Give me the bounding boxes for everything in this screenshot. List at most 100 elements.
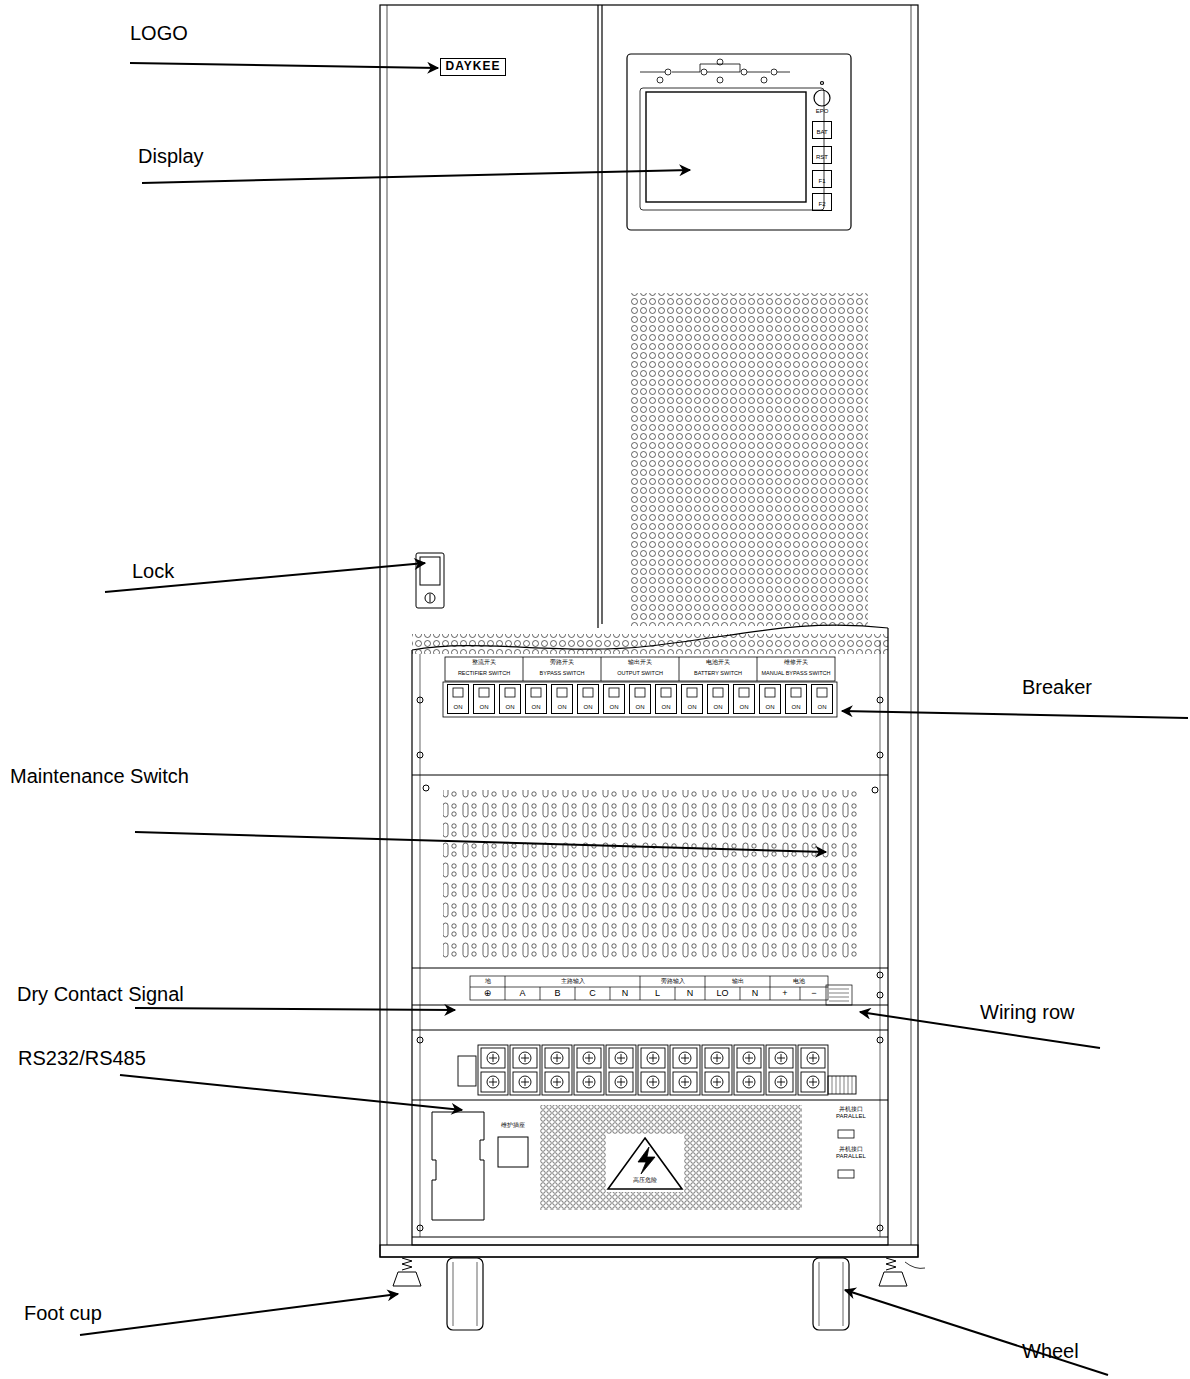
- display-panel: [646, 92, 806, 202]
- panel-button: BAT: [812, 121, 832, 139]
- terminal-block: [489, 1078, 497, 1086]
- cabinet-body: [597, 5, 598, 628]
- lower-vent: [540, 1105, 802, 1210]
- terminal-block: [545, 1072, 569, 1092]
- terminal-label: C: [575, 988, 610, 998]
- switch-group-label: BATTERY SWITCH: [679, 670, 757, 676]
- terminal-block: [510, 1045, 540, 1095]
- terminal-block: [807, 1052, 819, 1064]
- breaker-strip: [757, 657, 758, 681]
- terminal-block: [798, 1045, 828, 1095]
- display-panel: [814, 90, 830, 106]
- terminal-blocks: [828, 1076, 856, 1094]
- terminal-block: [542, 1045, 572, 1095]
- terminal-block: [617, 1054, 625, 1062]
- terminal-block: [641, 1072, 665, 1092]
- display-panel: [640, 88, 824, 210]
- callout-label: Dry Contact Signal: [17, 983, 184, 1006]
- display-panel: [665, 69, 671, 75]
- panel-button: RST: [812, 146, 832, 164]
- lower-panel: [417, 1225, 423, 1231]
- foot-cup: [393, 1272, 421, 1286]
- terminal-block: [777, 1078, 785, 1086]
- lower-panel: [872, 787, 878, 793]
- callout-leader: [130, 63, 438, 68]
- terminal-block: [647, 1052, 659, 1064]
- callout-leader: [80, 63, 1188, 1375]
- terminal-block: [801, 1072, 825, 1092]
- breaker-switch-text: ON: [506, 704, 515, 711]
- dry-contact-table: [470, 987, 828, 988]
- display-panel: [741, 69, 747, 75]
- wheel: [453, 1262, 454, 1326]
- terminal-block: [705, 1048, 729, 1068]
- terminal-block: [583, 1076, 595, 1088]
- wheel: [843, 1262, 844, 1326]
- breaker-switch: ON: [499, 684, 521, 714]
- terminal-block: [481, 1072, 505, 1092]
- foot-cup: [402, 1258, 412, 1270]
- terminal-block: [649, 1078, 657, 1086]
- terminal-block: [801, 1048, 825, 1068]
- terminal-block: [585, 1054, 593, 1062]
- logo-plate-text: DAYKEE: [446, 60, 501, 73]
- switch-group-label: OUTPUT SWITCH: [601, 670, 679, 676]
- terminal-block: [609, 1048, 633, 1068]
- breaker-strip: [443, 682, 837, 717]
- terminal-block: [521, 1078, 529, 1086]
- breaker-strip: [601, 657, 602, 681]
- breaker-switch-text: ON: [818, 704, 827, 711]
- door-lock: [416, 553, 444, 608]
- terminal-block: [577, 1048, 601, 1068]
- terminal-block: [478, 1045, 508, 1095]
- terminal-block: [713, 1054, 721, 1062]
- port-label: 并机接口 PARALLEL: [834, 1146, 868, 1160]
- breaker-switch: ON: [525, 684, 547, 714]
- switch-group-label: 输出开关: [601, 659, 679, 666]
- callout-leader: [142, 170, 690, 183]
- lower-panel: [412, 634, 888, 654]
- callout-leader: [135, 832, 826, 852]
- terminal-block: [513, 1048, 537, 1068]
- terminal-block: [574, 1045, 604, 1095]
- breaker-switch-text: ON: [740, 704, 749, 711]
- lower-panel: [877, 697, 883, 703]
- terminal-block: [769, 1048, 793, 1068]
- lower-panel: [420, 654, 421, 1237]
- callout-label: Wheel: [1022, 1340, 1079, 1363]
- terminal-block: [513, 1072, 537, 1092]
- terminal-block: [711, 1052, 723, 1064]
- terminal-label: N: [675, 988, 705, 998]
- breaker-strip: [713, 688, 723, 697]
- breaker-strip: [635, 688, 645, 697]
- terminal-block: [551, 1052, 563, 1064]
- lower-panel: [412, 625, 888, 650]
- dry-contact-table: [505, 976, 770, 1000]
- door-lock: [430, 594, 431, 602]
- terminal-block: [807, 1076, 819, 1088]
- lower-panel: [412, 775, 888, 776]
- switch-group-label: 电池开关: [679, 659, 757, 666]
- display-panel: [640, 72, 790, 73]
- terminal-block: [713, 1078, 721, 1086]
- lower-panel: [412, 1100, 888, 1101]
- lower-panel: [880, 640, 881, 1237]
- terminal-block: [737, 1072, 761, 1092]
- lower-panel: [412, 1005, 888, 1006]
- terminal-label: ⊕: [470, 988, 505, 998]
- terminal-block: [705, 1072, 729, 1092]
- door-lock: [420, 557, 440, 585]
- terminal-block: [553, 1054, 561, 1062]
- breaker-switch-text: ON: [558, 704, 567, 711]
- vent-grille: [630, 293, 868, 626]
- terminal-block: [638, 1045, 668, 1095]
- breaker-strip: [661, 688, 671, 697]
- breaker-strip: [687, 688, 697, 697]
- terminal-block: [519, 1052, 531, 1064]
- display-panel: [717, 77, 723, 83]
- terminal-label: LO: [705, 988, 740, 998]
- comm-port-cover: [432, 1112, 528, 1220]
- terminal-block: [711, 1076, 723, 1088]
